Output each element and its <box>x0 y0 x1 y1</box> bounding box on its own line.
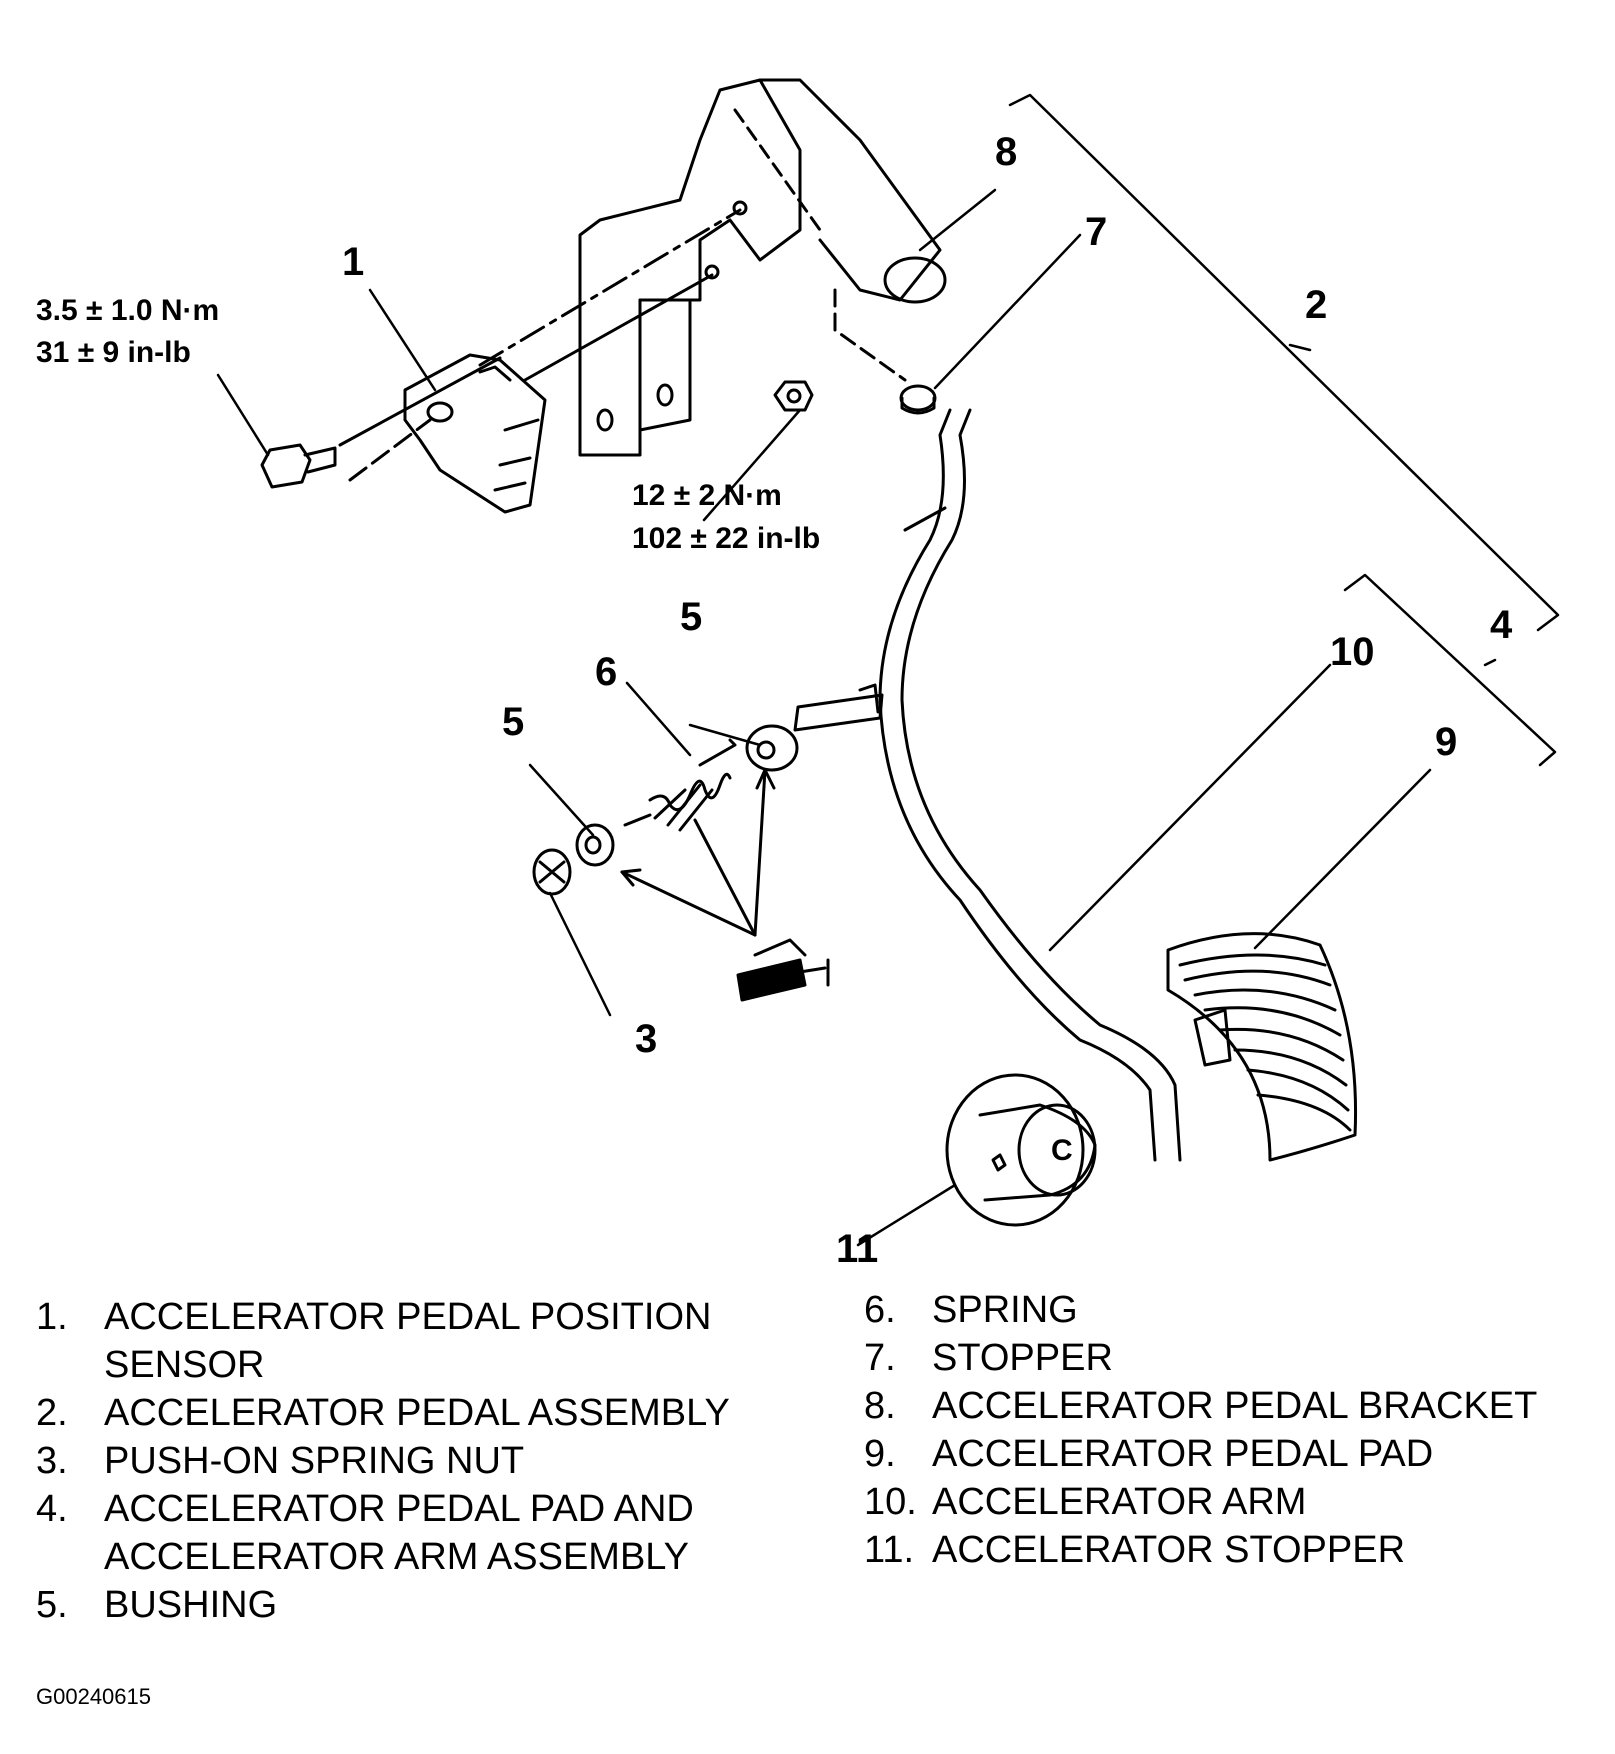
callout-5-upper: 5 <box>680 595 702 639</box>
legend-text: ACCELERATOR STOPPER <box>932 1529 1406 1571</box>
legend-number: 6. <box>864 1289 896 1331</box>
legend-item: 2. ACCELERATOR PEDAL ASSEMBLY <box>36 1389 796 1437</box>
callout-10: 10 <box>1330 630 1375 674</box>
legend-item: 9. ACCELERATOR PEDAL PAD <box>864 1430 1604 1478</box>
stopper <box>899 384 937 415</box>
legend-item: 7. STOPPER <box>864 1334 1604 1382</box>
assembly-brackets <box>1008 93 1560 767</box>
accelerator-arm <box>793 408 1182 1162</box>
legend-item: 10. ACCELERATOR ARM <box>864 1478 1604 1526</box>
legend-text: BUSHING <box>104 1584 278 1626</box>
legend-item: 6. SPRING <box>864 1286 1604 1334</box>
legend-right-column: 6. SPRING 7. STOPPER 8. ACCELERATOR PEDA… <box>864 1286 1604 1574</box>
bracket-nut-torque-metric: 12 ± 2 N·m <box>632 479 782 512</box>
legend-text: SPRING <box>932 1289 1078 1331</box>
legend-item: 5. BUSHING <box>36 1581 796 1629</box>
callout-7: 7 <box>1085 210 1107 254</box>
legend-text: PUSH-ON SPRING NUT <box>104 1440 525 1482</box>
exploded-view-diagram: 1 2 3 4 5 5 6 7 8 9 10 11 C 3.5 ± 1.0 N·… <box>36 78 1560 1271</box>
leader-lines <box>216 188 1432 1247</box>
pedal-position-sensor <box>338 208 742 514</box>
callout-labels: 1 2 3 4 5 5 6 7 8 9 10 11 C <box>342 130 1513 1271</box>
stopper-cap-letter: C <box>1051 1134 1073 1167</box>
legend-item: 11. ACCELERATOR STOPPER <box>864 1526 1604 1574</box>
legend-text: STOPPER <box>932 1337 1113 1379</box>
figure-id: G00240615 <box>36 1684 151 1709</box>
bushing-lower <box>575 823 615 867</box>
spring <box>623 738 737 832</box>
legend-text: ACCELERATOR PEDAL BRACKET <box>932 1385 1538 1427</box>
legend-text: ACCELERATOR PEDAL ASSEMBLY <box>104 1392 730 1434</box>
callout-9: 9 <box>1435 720 1457 764</box>
sensor-bolt-torque-metric: 3.5 ± 1.0 N·m <box>36 294 219 327</box>
callout-4: 4 <box>1490 603 1513 647</box>
legend-number: 7. <box>864 1337 896 1379</box>
legend-item: 3. PUSH-ON SPRING NUT <box>36 1437 796 1485</box>
legend-number: 8. <box>864 1385 896 1427</box>
bracket-nut <box>773 380 814 412</box>
callout-5-lower: 5 <box>502 700 524 744</box>
push-on-spring-nut <box>532 848 572 896</box>
pedal-bracket <box>578 78 947 457</box>
callout-8: 8 <box>995 130 1017 174</box>
legend-number: 10. <box>864 1481 917 1523</box>
accelerator-stopper <box>945 1073 1097 1227</box>
bushing-upper <box>745 724 799 772</box>
legend-number: 2. <box>36 1392 68 1434</box>
sensor-bolt <box>260 443 337 489</box>
legend-item: 8. ACCELERATOR PEDAL BRACKET <box>864 1382 1604 1430</box>
legend-number: 11. <box>864 1529 915 1571</box>
grease-arrows <box>620 768 776 937</box>
sensor-bolt-torque-imperial: 31 ± 9 in-lb <box>36 336 191 369</box>
callout-1: 1 <box>342 240 364 284</box>
legend-text: ACCELERATOR PEDAL PAD <box>932 1433 1434 1475</box>
callout-6: 6 <box>595 650 617 694</box>
callout-2: 2 <box>1305 283 1327 327</box>
legend-number: 1. <box>36 1296 68 1338</box>
legend-number: 4. <box>36 1488 68 1530</box>
legend-number: 3. <box>36 1440 68 1482</box>
grease-tube-icon <box>736 938 830 1002</box>
callout-11: 11 <box>836 1227 878 1271</box>
pedal-pad <box>1166 932 1358 1162</box>
legend-number: 5. <box>36 1584 68 1626</box>
legend-text: ACCELERATOR ARM <box>932 1481 1307 1523</box>
torque-specs: 3.5 ± 1.0 N·m 31 ± 9 in-lb 12 ± 2 N·m 10… <box>36 294 820 555</box>
legend-number: 9. <box>864 1433 896 1475</box>
bracket-nut-torque-imperial: 102 ± 22 in-lb <box>632 522 820 555</box>
callout-3: 3 <box>635 1017 657 1061</box>
